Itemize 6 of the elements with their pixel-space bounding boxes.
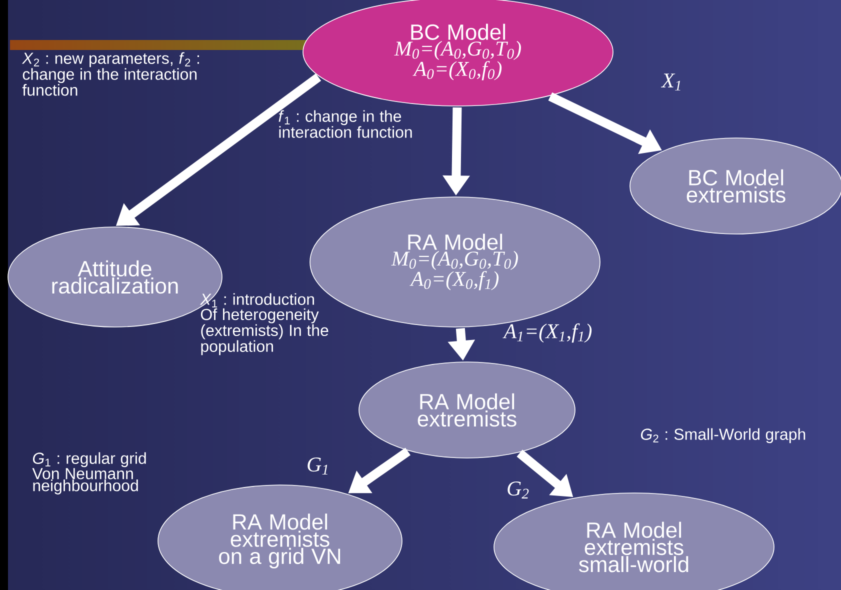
annotation-text: G$_{1}$ : regular grid Von Neumann neighbourhood — [32, 452, 146, 494]
annotation-text: G$_{2}$ : Small-World graph — [641, 428, 806, 444]
annotation-text: f$_{1}$ : change in the interaction function — [278, 110, 412, 138]
edge-label: G$_{1}$ — [308, 458, 328, 475]
annotation-text: X$_{2}$ : new parameters, f$_{2}$ : change in the interaction function — [22, 52, 199, 96]
edge-label: X$_{1}$ — [660, 74, 680, 90]
